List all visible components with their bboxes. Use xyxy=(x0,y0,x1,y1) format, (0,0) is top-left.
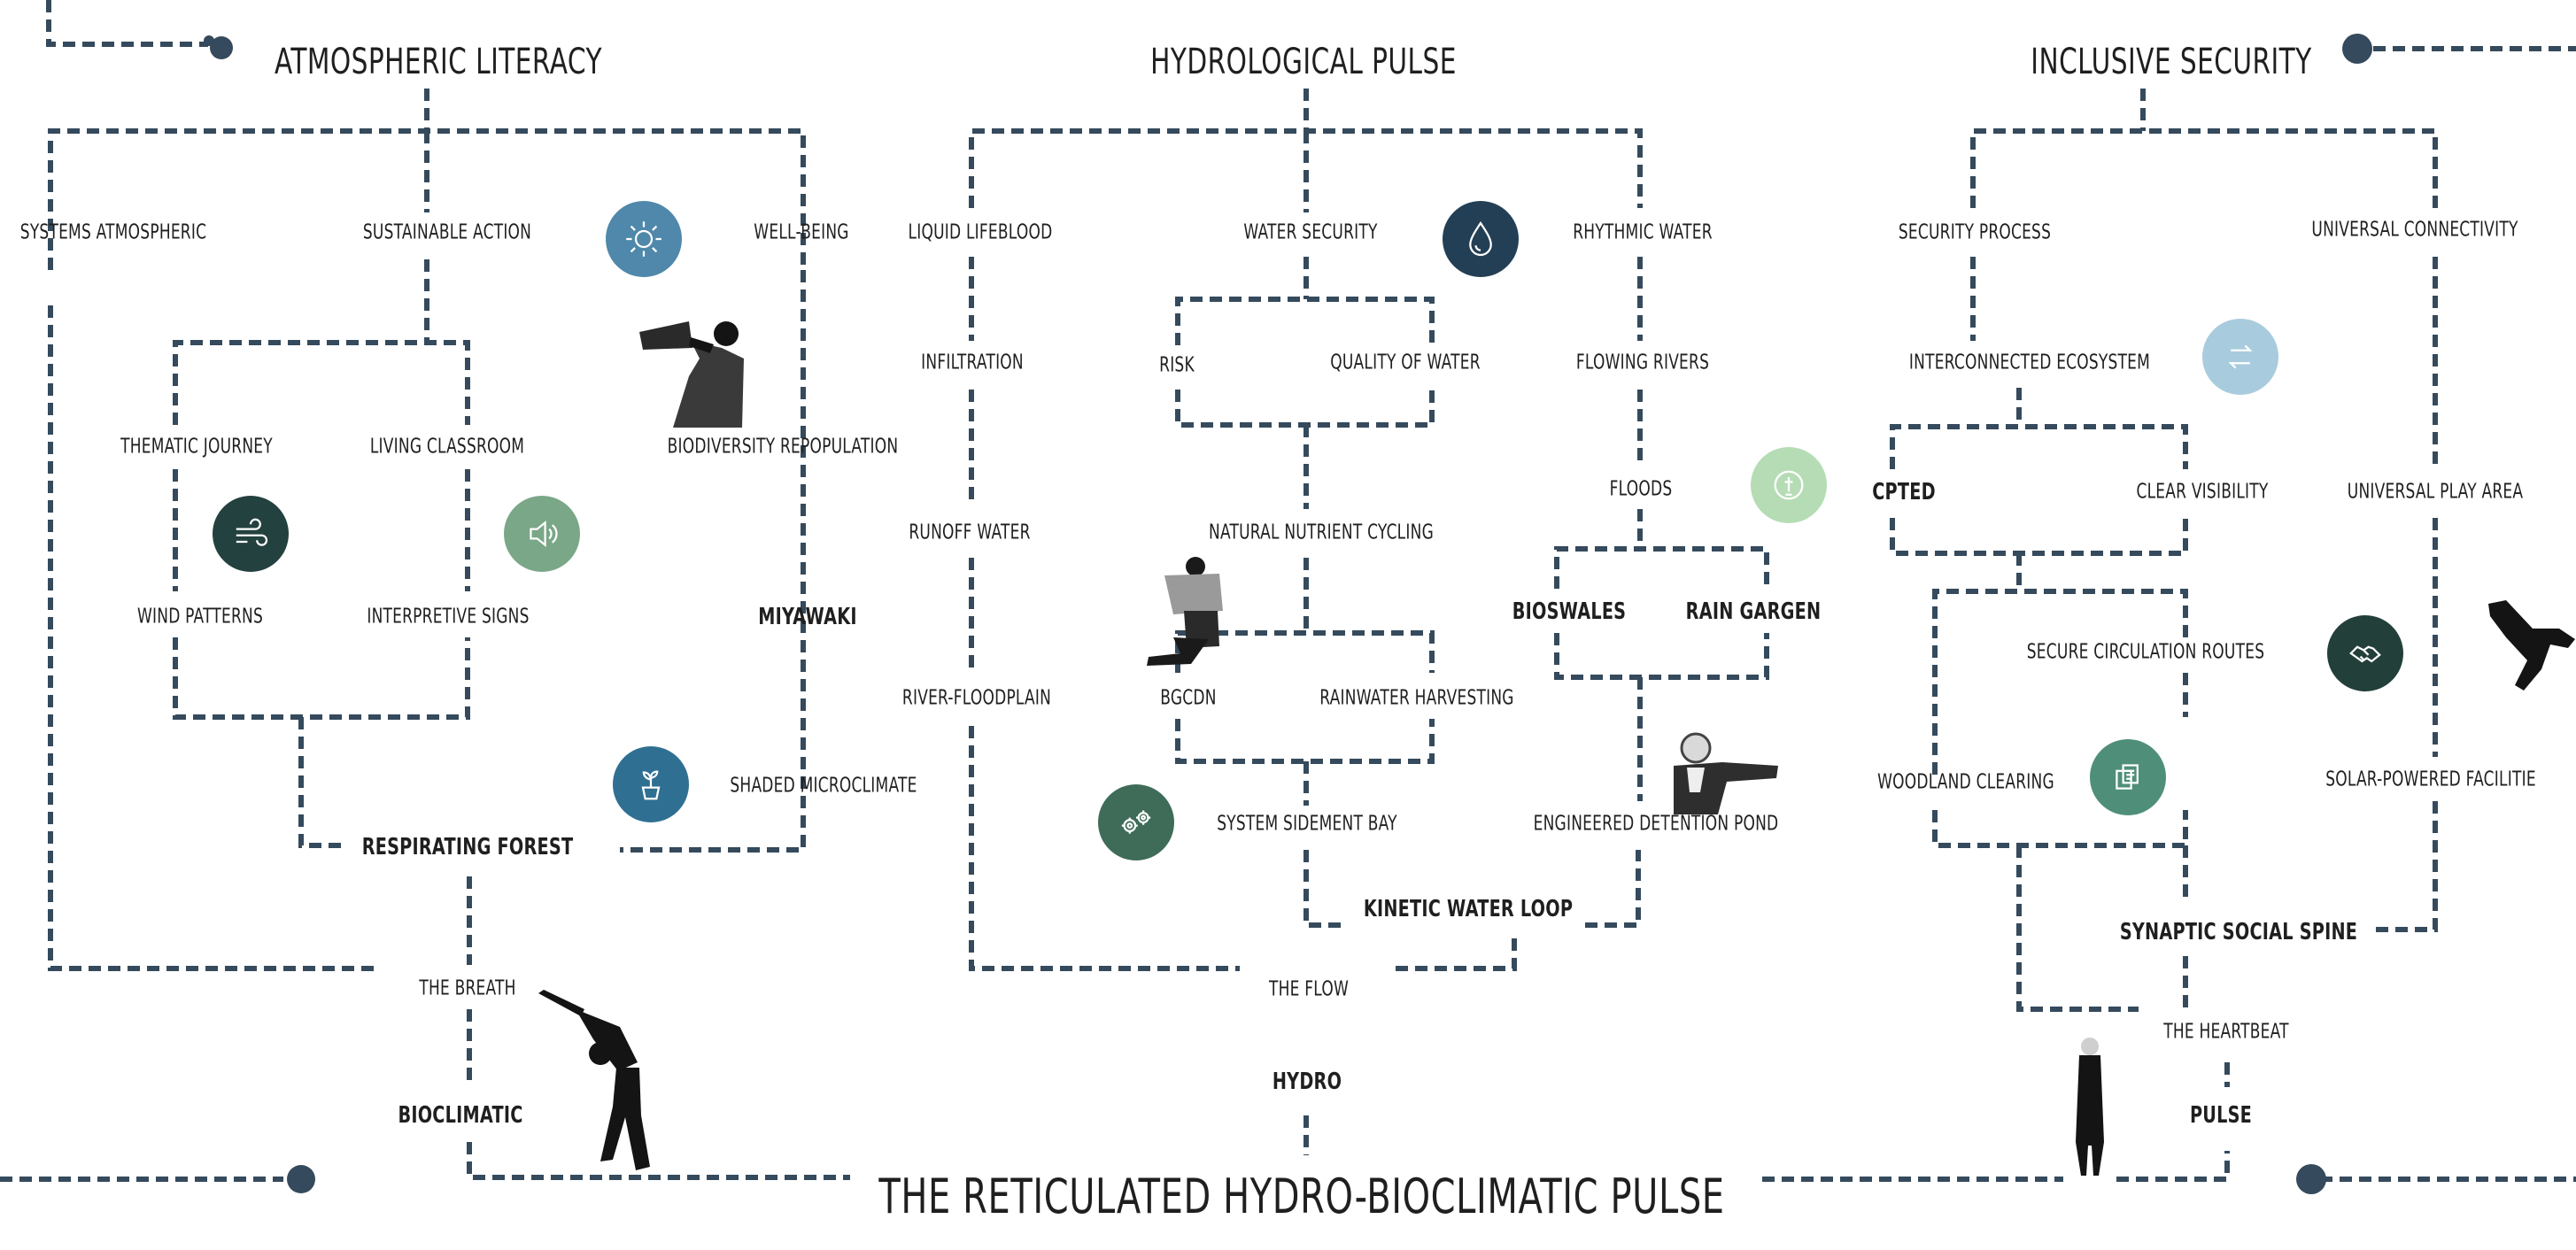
person-standing-figure xyxy=(2076,1038,2104,1176)
node-quality-of-water: QUALITY OF WATER xyxy=(1330,351,1481,374)
gears-icon xyxy=(1098,784,1174,860)
node-interconnected-ecosystem: INTERCONNECTED ECOSYSTEM xyxy=(1908,351,2151,374)
node-kinetic-water-loop: KINETIC WATER LOOP xyxy=(1363,896,1574,922)
handshake-icon xyxy=(2327,615,2403,691)
node-liquid-lifeblood: LIQUID LIFEBLOOD xyxy=(908,220,1053,244)
node-natural-nutrient-cycling: NATURAL NUTRIENT CYCLING xyxy=(1209,521,1434,544)
node-shaded-microclimate: SHADED MICROCLIMATE xyxy=(730,774,917,798)
node-floods: FLOODS xyxy=(1609,477,1673,501)
person-megaphone-figure xyxy=(639,321,744,428)
wind-icon xyxy=(213,496,289,572)
node-respirating-forest: RESPIRATING FOREST xyxy=(361,834,574,860)
node-the-flow: THE FLOW xyxy=(1268,977,1350,1001)
node-hydro: HYDRO xyxy=(1272,1069,1342,1095)
plant-pot-icon xyxy=(613,746,689,822)
person-pointing-figure xyxy=(1674,732,1778,814)
node-synaptic-social-spine: SYNAPTIC SOCIAL SPINE xyxy=(2119,919,2358,945)
node-woodland-clearing: WOODLAND CLEARING xyxy=(1877,770,2054,794)
swap-arrows-icon xyxy=(2202,319,2278,395)
node-bioswales: BIOSWALES xyxy=(1512,598,1627,625)
node-system-sediment-bay: SYSTEM SIDEMENT BAY xyxy=(1217,812,1397,836)
node-bioclimatic: BIOCLIMATIC xyxy=(398,1102,523,1129)
node-risk: RISK xyxy=(1159,353,1195,377)
node-water-security: WATER SECURITY xyxy=(1243,220,1378,244)
node-flowing-rivers: FLOWING RIVERS xyxy=(1575,351,1710,374)
flood-marker-icon xyxy=(1751,447,1827,523)
sun-icon xyxy=(606,201,682,277)
node-rainwater-harvesting: RAINWATER HARVESTING xyxy=(1319,686,1514,710)
node-cpted: CPTED xyxy=(1872,479,1936,505)
diagram-title: THE RETICULATED HYDRO-BIOCLIMATIC PULSE xyxy=(878,1169,1725,1224)
node-sustainable-action: SUSTAINABLE ACTION xyxy=(362,220,532,244)
node-miyawaki: MIYAWAKI xyxy=(758,604,857,630)
node-universal-play-area: UNIVERSAL PLAY AREA xyxy=(2347,480,2524,504)
node-river-floodplain: RIVER-FLOODPLAIN xyxy=(901,686,1052,710)
node-thematic-journey: THEMATIC JOURNEY xyxy=(120,435,273,459)
person-reading-figure xyxy=(1147,557,1223,666)
node-infiltration: INFILTRATION xyxy=(921,351,1024,374)
water-drop-icon xyxy=(1443,201,1519,277)
node-well-being: WELL-BEING xyxy=(754,220,849,244)
node-wind-patterns: WIND PATTERNS xyxy=(136,605,264,629)
node-bgcdn: BGCDN xyxy=(1160,686,1217,710)
node-pulse: PULSE xyxy=(2189,1102,2253,1129)
node-runoff-water: RUNOFF WATER xyxy=(909,521,1031,544)
speaker-icon xyxy=(504,496,580,572)
node-the-breath: THE BREATH xyxy=(419,976,516,1000)
node-the-heartbeat: THE HEARTBEAT xyxy=(2163,1020,2289,1044)
documents-icon xyxy=(2090,739,2166,815)
node-solar-powered-facilities: SOLAR-POWERED FACILITIE xyxy=(2325,768,2536,791)
node-interpretive-signs: INTERPRETIVE SIGNS xyxy=(367,605,530,629)
node-clear-visibility: CLEAR VISIBILITY xyxy=(2136,480,2269,504)
heading-inclusive-security: INCLUSIVE SECURITY xyxy=(2031,42,2312,82)
node-engineered-detention-pond: ENGINEERED DETENTION POND xyxy=(1533,812,1779,836)
node-systems-atmospheric: SYSTEMS ATMOSPHERIC xyxy=(19,220,207,244)
node-security-process: SECURITY PROCESS xyxy=(1898,220,2052,244)
node-rhythmic-water: RHYTHMIC WATER xyxy=(1573,220,1713,244)
heading-hydrological-pulse: HYDROLOGICAL PULSE xyxy=(1150,42,1457,82)
node-universal-connectivity: UNIVERSAL CONNECTIVITY xyxy=(2311,218,2518,242)
person-bending-figure xyxy=(538,990,650,1170)
node-rain-gargen: RAIN GARGEN xyxy=(1685,598,1822,625)
node-secure-circulation-routes: SECURE CIRCULATION ROUTES xyxy=(2026,640,2265,664)
node-biodiversity-repopulation: BIODIVERSITY REPOPULATION xyxy=(667,435,899,459)
node-living-classroom: LIVING CLASSROOM xyxy=(369,435,525,459)
heading-atmospheric-literacy: ATMOSPHERIC LITERACY xyxy=(274,42,603,82)
person-falling-figure xyxy=(2488,600,2575,691)
